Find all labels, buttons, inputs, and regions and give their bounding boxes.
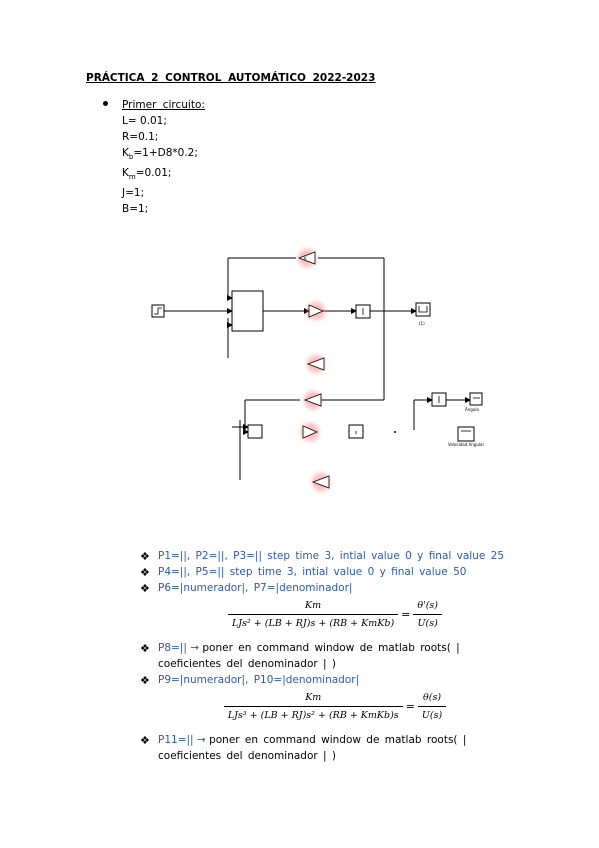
sum-block	[231, 290, 264, 332]
param-kb: Kb=1+D8*0.2;	[122, 147, 198, 162]
diamond-bullet-icon: ❖	[140, 566, 150, 579]
sum-block-2	[247, 424, 263, 439]
param-j: J=1;	[122, 187, 145, 200]
list-item-p9: ❖ P9=|numerador|, P10=|denominador|	[140, 674, 360, 687]
list-item-p6: ❖ P6=|numerador|, P7=|denominador|	[140, 582, 353, 595]
diamond-bullet-icon: ❖	[140, 642, 150, 655]
velocity-caption: Velocidad Angular	[448, 442, 484, 447]
param-r: R=0.1;	[122, 131, 159, 143]
page-title: PRÁCTICA 2 CONTROL AUTOMÁTICO 2022-2023	[86, 72, 376, 84]
gain-top	[297, 249, 316, 267]
circuit-label: Primer circuito:	[122, 99, 205, 111]
list-item-p1: ❖ P1=||, P2=||, P3=|| step time 3, intia…	[140, 550, 505, 563]
arrow-icon: →	[196, 734, 206, 746]
diamond-bullet-icon: ❖	[140, 550, 150, 563]
diamond-bullet-icon: ❖	[140, 674, 150, 687]
gain-bottom	[311, 473, 330, 491]
diamond-bullet-icon: ❖	[140, 734, 150, 747]
list-item-p4: ❖ P4=||, P5=|| step time 3, intial value…	[140, 566, 467, 579]
scope-block	[415, 302, 431, 317]
gain-label: K	[304, 256, 307, 261]
angle-caption: Ángulo	[465, 407, 479, 412]
angle-scope-block	[469, 392, 483, 406]
circuit-section: Primer circuito: L= 0.01; R=0.1; Kb=1+D8…	[122, 97, 205, 217]
gain-blocks	[297, 249, 330, 491]
arrow-icon: →	[190, 642, 200, 654]
list-item-p11: ❖ P11=|| → poner en command window de ma…	[140, 734, 467, 762]
gain-lower	[301, 423, 319, 441]
velocity-scope-block	[457, 426, 475, 442]
bullet-icon	[103, 101, 108, 106]
list-item-p8: ❖ P8=|| → poner en command window de mat…	[140, 642, 460, 670]
gain-forward	[307, 302, 325, 320]
diamond-bullet-icon: ❖	[140, 582, 150, 595]
param-l: L= 0.01;	[122, 115, 167, 127]
scope-caption: (1)	[419, 321, 425, 326]
param-b: B=1;	[122, 203, 149, 216]
param-km: Km=0.01;	[122, 167, 172, 182]
gain-feedback	[303, 391, 322, 409]
gain-mid	[306, 355, 325, 373]
question-list: ❖ P1=||, P2=||, P3=|| step time 3, intia…	[140, 548, 520, 764]
